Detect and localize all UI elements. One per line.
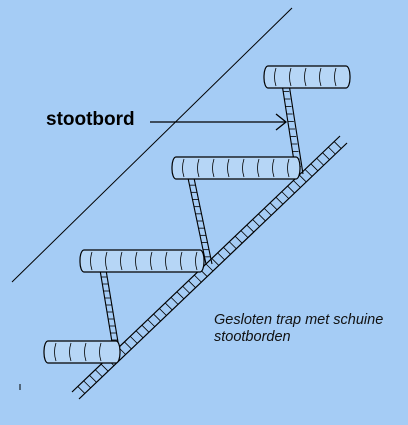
reference-line (11, 7, 293, 283)
caption-line-1: Gesloten trap met schuine (214, 312, 384, 328)
diagram-caption: Gesloten trap met schuine stootborden (214, 312, 383, 346)
tread-1 (43, 340, 121, 364)
tread-boards (43, 65, 351, 364)
caption-line-2: stootborden (214, 329, 291, 345)
tread-4 (263, 65, 351, 89)
riser-boards (99, 83, 304, 355)
tread-2 (79, 249, 205, 273)
riser-label: stootbord (46, 109, 135, 130)
tread-3 (171, 156, 301, 180)
arrow-right-icon (150, 113, 288, 131)
